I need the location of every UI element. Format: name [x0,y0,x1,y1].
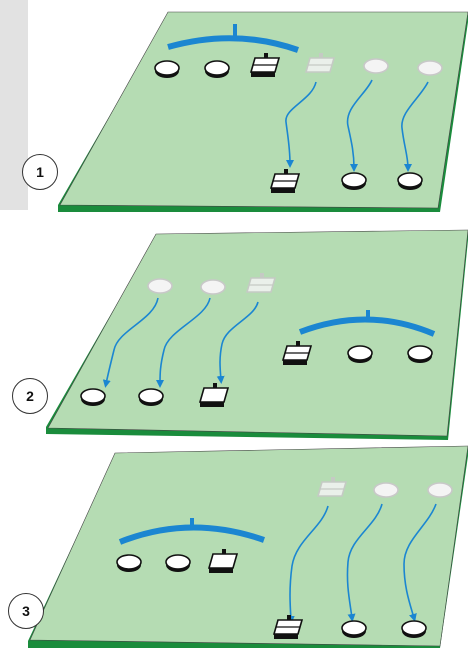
coin-disc-icon [138,388,164,406]
step-badge-3: 3 [8,593,44,629]
coin-disc-icon [341,172,367,190]
coin-disc-icon [341,620,367,638]
panel-2 [46,229,468,440]
coin-disc-icon [397,172,423,190]
pencil-stack-icon [316,477,348,497]
pencil-stack-icon [272,615,304,639]
panel-1 [58,11,468,212]
board-3 [28,445,468,648]
coin-disc-icon [407,345,433,363]
coin-disc-icon [373,482,399,498]
coin-disc-icon [147,278,173,294]
arrow-icon [401,81,429,172]
coin-disc-icon [154,60,180,78]
arrow-icon [156,297,211,388]
pencil-stack-icon [207,549,239,573]
bus-bar-icon [298,310,436,337]
step-badge-2: 2 [12,378,48,414]
pencil-stack-icon [198,383,230,407]
coin-disc-icon [200,279,226,295]
panel-3 [28,445,468,648]
coin-disc-icon [165,554,191,572]
arrow-icon [286,505,329,624]
pencil-stack-icon [245,273,277,293]
coin-disc-icon [417,60,443,76]
arrow-icon [216,301,259,384]
coin-disc-icon [116,554,142,572]
arrow-icon [346,79,373,172]
coin-disc-icon [401,620,427,638]
bus-bar-icon [118,518,265,545]
board-2 [46,229,468,440]
arrow-icon [285,81,317,168]
coin-disc-icon [204,60,230,78]
coin-disc-icon [363,58,389,74]
pencil-stack-icon [269,169,301,193]
coin-disc-icon [80,388,106,406]
step-badge-1: 1 [22,154,58,190]
arrow-icon [346,503,383,622]
pencil-stack-icon [304,53,336,73]
coin-disc-icon [347,345,373,363]
bus-bar-icon [167,24,299,53]
pencil-stack-icon [281,341,313,365]
pencil-stack-icon [249,53,281,77]
arrow-icon [102,297,159,388]
coin-disc-icon [427,482,453,498]
arrow-icon [403,503,437,622]
